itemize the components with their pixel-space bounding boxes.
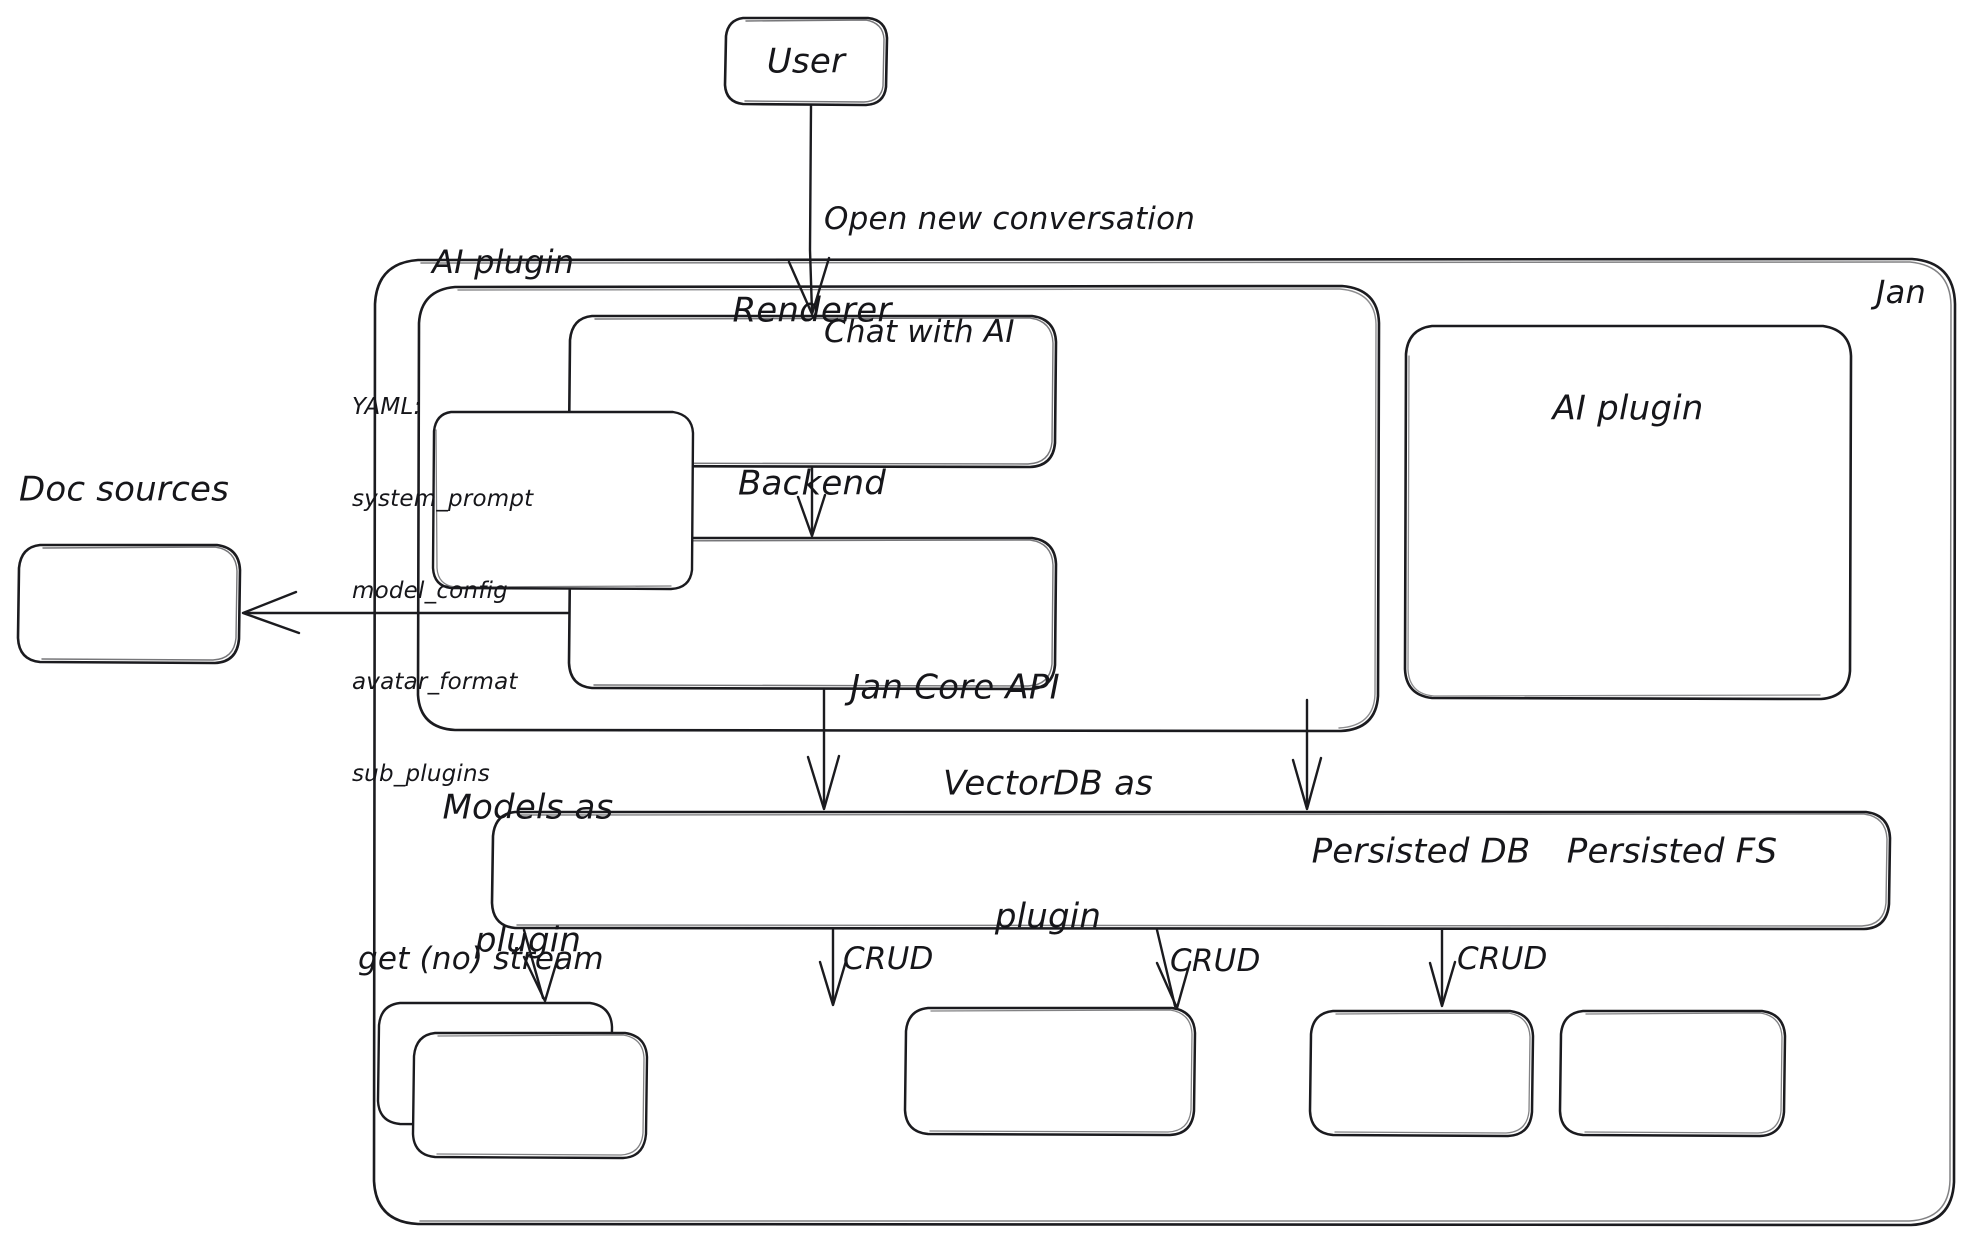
ai-plugin-node-shape[interactable]	[1403, 324, 1853, 701]
edge-jan-core-api-to-persisted-db	[1155, 928, 1192, 1010]
jan-container-shape	[372, 257, 1957, 1227]
edge-jan-core-api-to-vectordb	[818, 928, 848, 1007]
user-node-shape[interactable]	[723, 16, 889, 107]
edge-renderer-to-backend	[796, 466, 827, 538]
doc-sources-node-shape[interactable]	[16, 543, 242, 665]
edge-jan-core-api-to-persisted-fs	[1428, 928, 1457, 1008]
edge-jan-core-api-to-models	[522, 928, 561, 1003]
vectordb-plugin-node-shape[interactable]	[903, 1006, 1197, 1137]
edge-backend-to-jan-core-api	[806, 688, 841, 811]
edge-ai-plugin-to-jan-core-api	[1291, 698, 1323, 811]
ai-plugin-group-shape	[416, 284, 1381, 733]
jan-core-api-node-shape[interactable]	[490, 810, 1892, 931]
yaml-note-shape	[431, 410, 695, 591]
persisted-fs-node-shape[interactable]	[1558, 1009, 1787, 1138]
persisted-db-node-shape[interactable]	[1308, 1009, 1535, 1138]
edge-user-to-renderer	[787, 104, 831, 316]
edge-backend-to-doc-sources	[241, 590, 570, 635]
models-plugin-node-shape[interactable]	[376, 1001, 649, 1160]
